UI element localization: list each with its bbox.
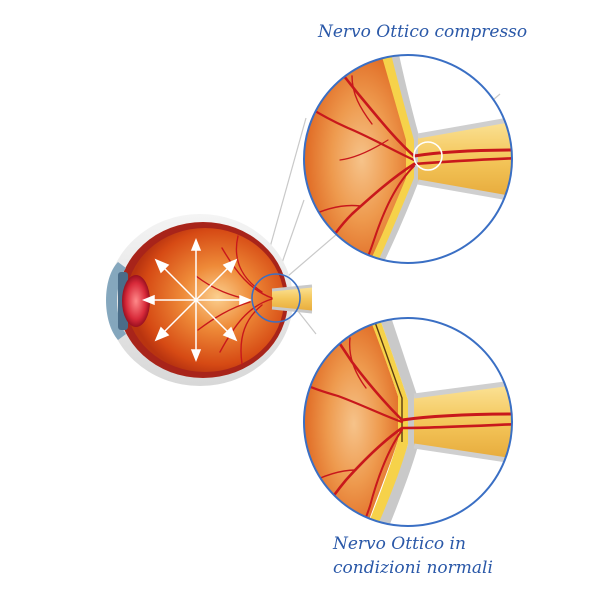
normal-optic-nerve-detail-icon (300, 314, 520, 534)
label-compressed-nerve: Nervo Ottico compresso (318, 20, 527, 44)
label-normal-nerve-line2: condizioni normali (333, 556, 493, 580)
label-normal-nerve: Nervo Ottico in condizioni normali (333, 532, 493, 580)
eyeball-cross-section-icon (106, 214, 312, 386)
label-normal-nerve-line1: Nervo Ottico in (333, 532, 493, 556)
